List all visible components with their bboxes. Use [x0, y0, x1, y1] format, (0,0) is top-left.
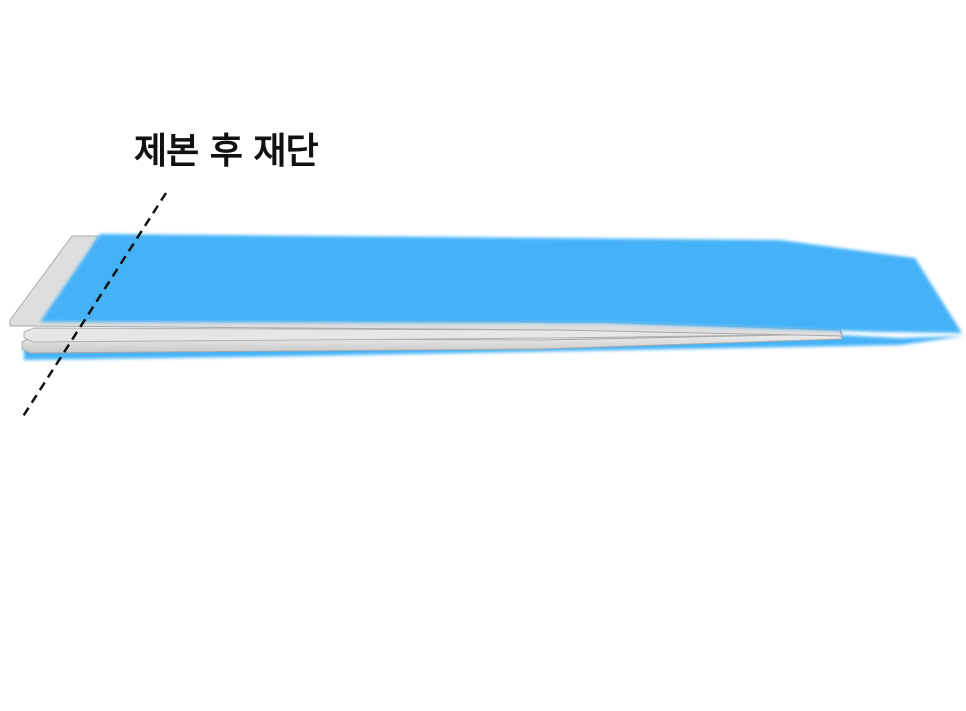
front-cover [40, 234, 962, 333]
cut-annotation-label: 제본 후 재단 [134, 131, 319, 172]
